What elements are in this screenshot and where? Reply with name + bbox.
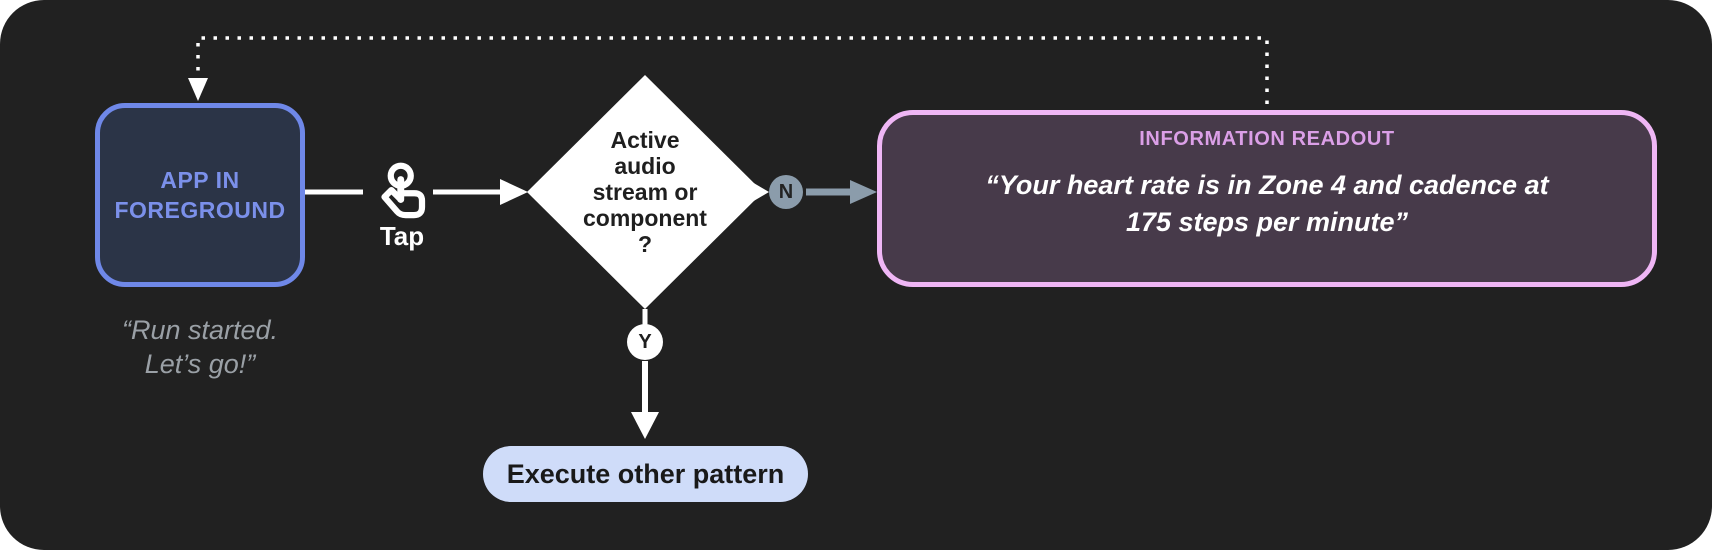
app-label-line1: APP IN bbox=[160, 167, 240, 193]
action-arrowhead-icon bbox=[631, 412, 659, 439]
decision-line3: stream or bbox=[592, 179, 698, 205]
caption-line1: “Run started. bbox=[121, 315, 279, 345]
readout-arrowhead-icon bbox=[850, 180, 877, 204]
no-branch-badge: N bbox=[769, 175, 803, 209]
decision-arrowhead-icon bbox=[500, 179, 528, 205]
node-execute-other-pattern: Execute other pattern bbox=[483, 446, 808, 502]
readout-quote-line2: 175 steps per minute” bbox=[1125, 207, 1409, 237]
decision-label: Active audio stream or component ? bbox=[545, 127, 745, 257]
node-app-in-foreground: APP IN FOREGROUND bbox=[95, 103, 305, 287]
app-voice-caption: “Run started. Let’s go!” bbox=[70, 313, 330, 381]
feedback-arrowhead-icon bbox=[188, 78, 208, 101]
readout-title: INFORMATION READOUT bbox=[1139, 128, 1395, 150]
readout-quote: “Your heart rate is in Zone 4 and cadenc… bbox=[882, 167, 1652, 241]
tap-label: Tap bbox=[379, 221, 425, 251]
decision-line4: component bbox=[583, 205, 707, 231]
yes-branch-badge: Y bbox=[627, 324, 663, 360]
caption-line2: Let’s go!” bbox=[144, 349, 256, 379]
decision-diamond bbox=[527, 75, 763, 309]
app-node-label: APP IN FOREGROUND bbox=[114, 165, 285, 225]
app-label-line2: FOREGROUND bbox=[114, 197, 286, 223]
feedback-dotted-line bbox=[196, 36, 1269, 104]
tap-gesture-icon bbox=[381, 162, 426, 219]
decision-line2: audio bbox=[614, 153, 676, 179]
node-information-readout: INFORMATION READOUT “Your heart rate is … bbox=[877, 110, 1657, 287]
decision-line1: Active bbox=[610, 127, 680, 153]
readout-quote-line1: “Your heart rate is in Zone 4 and cadenc… bbox=[985, 170, 1549, 200]
decision-line5: ? bbox=[637, 231, 653, 257]
no-branch-stub bbox=[752, 182, 769, 202]
